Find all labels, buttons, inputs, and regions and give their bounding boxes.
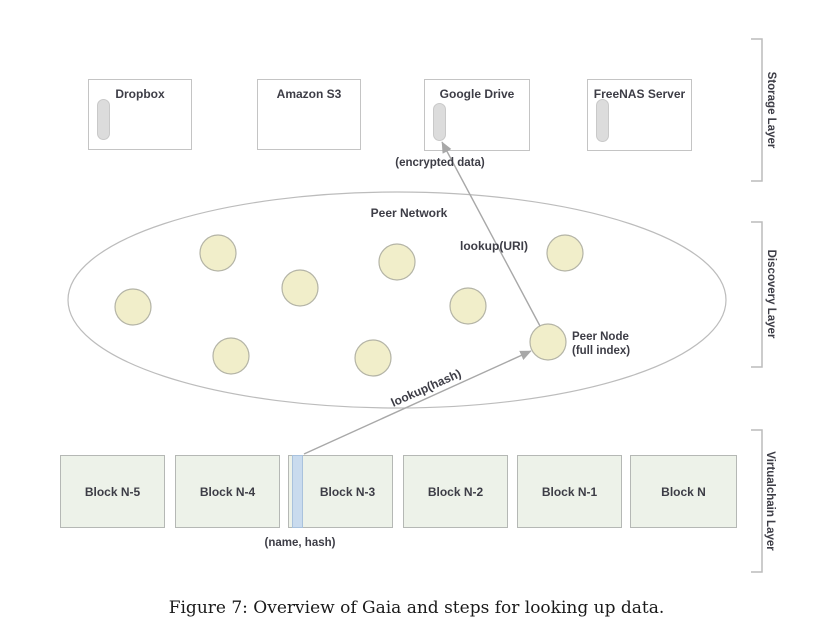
block-label: Block N-4 <box>199 484 256 499</box>
block-label: Block N-2 <box>427 484 484 499</box>
block-n-4: Block N-4 <box>175 455 280 528</box>
disk-icon <box>596 99 609 142</box>
peer-circle <box>199 234 237 272</box>
block-n-1: Block N-1 <box>517 455 622 528</box>
peer-circle <box>378 243 416 281</box>
peer-node-label-line1: Peer Node <box>572 331 629 343</box>
disk-icon <box>97 99 110 140</box>
block-label: Block N <box>661 484 706 499</box>
block-n-5: Block N-5 <box>60 455 165 528</box>
peer-network-label: Peer Network <box>370 206 448 220</box>
peer-circle <box>114 288 152 326</box>
peer-node-full-index-circle <box>529 323 567 361</box>
peer-circle <box>546 234 584 272</box>
encrypted-data-label: (encrypted data) <box>395 157 485 169</box>
lookup-uri-arrow <box>441 141 541 327</box>
peer-node-label: Peer Node (full index) <box>572 330 630 358</box>
storage-box-label: Google Drive <box>439 87 515 101</box>
storage-layer-bracket <box>751 38 763 182</box>
storage-box-label: FreeNAS Server <box>593 87 686 101</box>
lookup-hash-label: lookup(hash) <box>388 366 464 410</box>
block-label: Block N-3 <box>319 484 376 499</box>
name-hash-label: (name, hash) <box>264 537 336 549</box>
disk-icon <box>433 103 446 141</box>
storage-layer-label: Storage Layer <box>765 71 777 149</box>
lookup-hash-arrow <box>303 350 532 455</box>
peer-network-ellipse <box>67 191 727 409</box>
block-n-2: Block N-2 <box>403 455 508 528</box>
virtualchain-layer-bracket <box>751 429 763 573</box>
figure-caption: Figure 7: Overview of Gaia and steps for… <box>168 598 665 618</box>
storage-box-label: Dropbox <box>115 87 165 101</box>
peer-circle <box>212 337 250 375</box>
discovery-layer-label: Discovery Layer <box>765 249 777 339</box>
discovery-layer-bracket <box>751 221 763 368</box>
block-label: Block N-1 <box>541 484 598 499</box>
block-label: Block N-5 <box>84 484 141 499</box>
storage-box-amazon-s3: Amazon S3 <box>257 79 361 150</box>
peer-circle <box>354 339 392 377</box>
virtualchain-layer-label: Virtualchain Layer <box>764 451 776 551</box>
peer-node-label-line2: (full index) <box>572 345 631 357</box>
peer-circle <box>449 287 487 325</box>
peer-circles <box>114 234 584 377</box>
block-n: Block N <box>630 455 737 528</box>
lookup-uri-label: lookup(URI) <box>460 239 528 253</box>
name-hash-record-strip <box>292 455 303 528</box>
peer-circle <box>281 269 319 307</box>
storage-box-label: Amazon S3 <box>276 87 342 101</box>
block-n-3: Block N-3 <box>288 455 393 528</box>
